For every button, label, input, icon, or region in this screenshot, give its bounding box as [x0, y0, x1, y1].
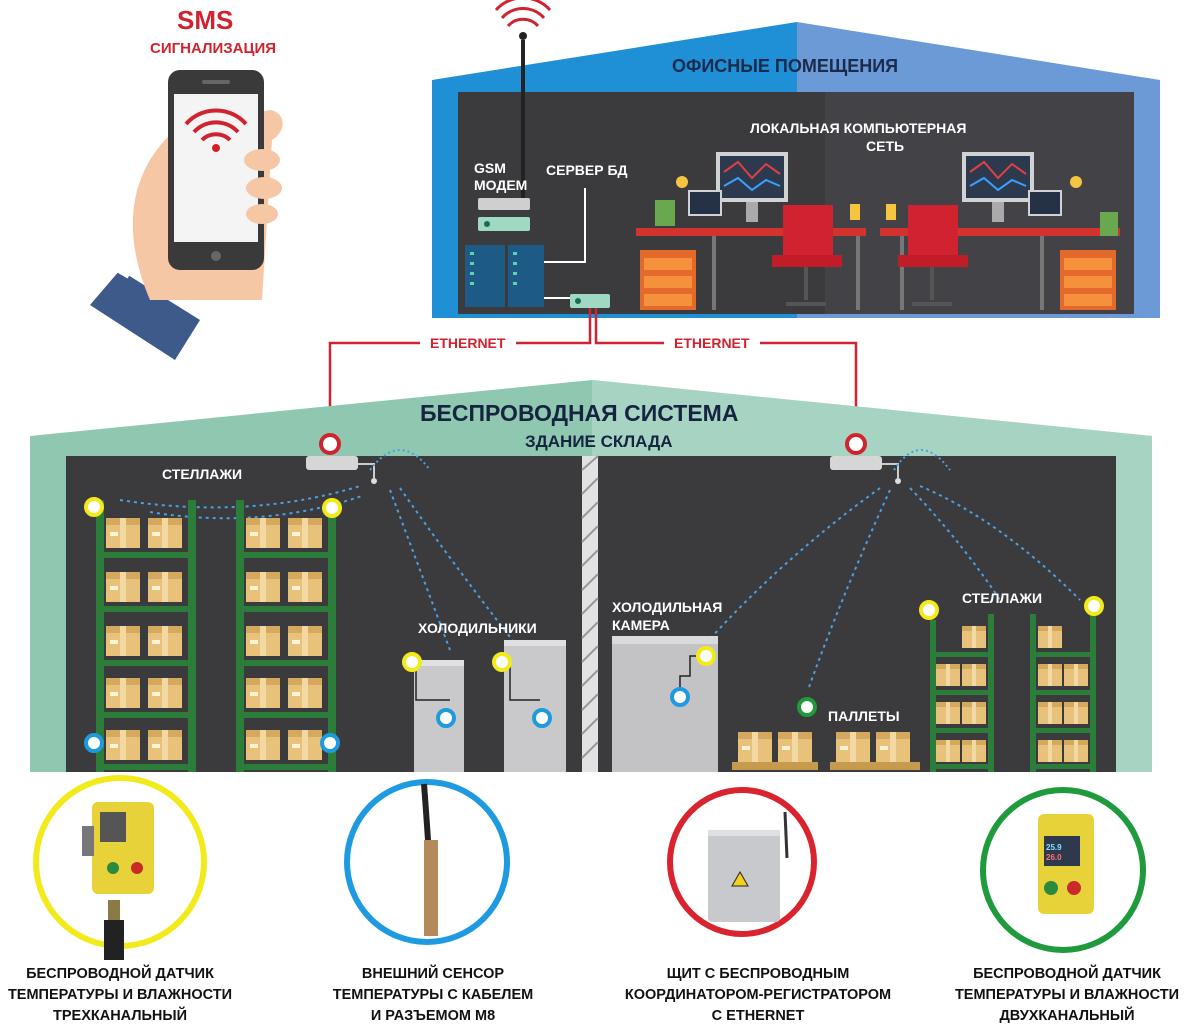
device-ring-1 — [33, 775, 207, 960]
gsm-label-line2: МОДЕМ — [474, 177, 528, 193]
ethernet-label-right: ETHERNET — [674, 335, 750, 351]
wireless-waves — [119, 449, 1081, 691]
ethernet-right-bg — [664, 333, 760, 353]
coordinator-left — [306, 433, 377, 484]
device-caption-4-line3: ДВУХКАНАЛЬНЫЙ — [999, 1008, 1135, 1025]
fridge-2 — [492, 640, 566, 772]
server-racks — [465, 188, 610, 308]
device-caption-1: БЕСПРОВОДНОЙ ДАТЧИК ТЕМПЕРАТУРЫ И ВЛАЖНО… — [0, 964, 255, 1027]
fridges-label: ХОЛОДИЛЬНИКИ — [418, 620, 537, 636]
warehouse-title: БЕСПРОВОДНАЯ СИСТЕМА — [420, 400, 739, 426]
racks-right-label: СТЕЛЛАЖИ — [962, 590, 1043, 606]
rack-right-2 — [1030, 596, 1104, 772]
gsm-label-line1: GSM — [474, 160, 506, 176]
rack-right-1 — [919, 600, 994, 772]
device-caption-3: ЩИТ С БЕСПРОВОДНЫМ КООРДИНАТОРОМ-РЕГИСТР… — [608, 964, 908, 1027]
ethernet-label-left: ETHERNET — [430, 335, 506, 351]
sensor-display-value-1: 25.9 — [1046, 843, 1062, 852]
office-desk-left — [636, 152, 866, 310]
device-ring-2 — [344, 779, 510, 945]
warehouse-building — [30, 380, 1152, 772]
sms-title: SMS — [177, 5, 234, 35]
office-desk-right — [880, 152, 1120, 310]
pallets — [732, 697, 920, 770]
coordinator-right — [830, 433, 901, 484]
device-caption-2-line2: ТЕМПЕРАТУРЫ С КАБЕЛЕМ — [332, 987, 534, 1004]
pallets-label: ПАЛЛЕТЫ — [828, 708, 900, 724]
rack-left-2 — [236, 498, 342, 772]
server-label: СЕРВЕР БД — [546, 162, 628, 178]
device-ring-3 — [667, 787, 817, 937]
device-caption-1-line3: ТРЕХКАНАЛЬНЫЙ — [53, 1008, 187, 1025]
device-caption-2: ВНЕШНИЙ СЕНСОР ТЕМПЕРАТУРЫ С КАБЕЛЕМ И Р… — [298, 964, 568, 1027]
ethernet-left-bg — [420, 333, 516, 353]
office-building — [432, 22, 1160, 318]
device-caption-4-line2: ТЕМПЕРАТУРЫ И ВЛАЖНОСТИ — [954, 987, 1180, 1004]
device-caption-1-line2: ТЕМПЕРАТУРЫ И ВЛАЖНОСТИ — [7, 987, 233, 1004]
cold-room — [612, 636, 718, 772]
sms-subtitle: СИГНАЛИЗАЦИЯ — [150, 40, 277, 57]
sensor-display-value-2: 26.0 — [1046, 853, 1062, 862]
warehouse-subtitle: ЗДАНИЕ СКЛАДА — [525, 432, 673, 451]
rack-left-1 — [84, 497, 196, 772]
device-caption-1-line1: БЕСПРОВОДНОЙ ДАТЧИК — [26, 966, 214, 982]
fridge-1 — [402, 652, 464, 772]
device-caption-4-line1: БЕСПРОВОДНОЙ ДАТЧИК — [973, 966, 1161, 982]
device-caption-2-line3: И РАЗЪЕМОМ М8 — [370, 1008, 496, 1025]
device-caption-3-line3: С ETHERNET — [711, 1008, 805, 1025]
device-caption-4: БЕСПРОВОДНОЙ ДАТЧИК ТЕМПЕРАТУРЫ И ВЛАЖНО… — [942, 964, 1192, 1027]
phone-hand-illustration — [90, 70, 283, 360]
office-title: ОФИСНЫЕ ПОМЕЩЕНИЯ — [672, 56, 899, 76]
lan-label-line2: СЕТЬ — [866, 138, 905, 154]
device-caption-3-line2: КООРДИНАТОРОМ-РЕГИСТРАТОРОМ — [624, 987, 892, 1004]
device-caption-2-line1: ВНЕШНИЙ СЕНСОР — [361, 966, 505, 982]
cold-room-label-line2: КАМЕРА — [612, 617, 670, 633]
cold-room-label-line1: ХОЛОДИЛЬНАЯ — [612, 599, 723, 615]
lan-label-line1: ЛОКАЛЬНАЯ КОМПЬЮТЕРНАЯ — [750, 120, 967, 136]
device-caption-3-line1: ЩИТ С БЕСПРОВОДНЫМ — [666, 966, 850, 982]
racks-left-label: СТЕЛЛАЖИ — [162, 466, 243, 482]
device-ring-4 — [980, 787, 1146, 953]
gsm-modem — [478, 0, 552, 231]
